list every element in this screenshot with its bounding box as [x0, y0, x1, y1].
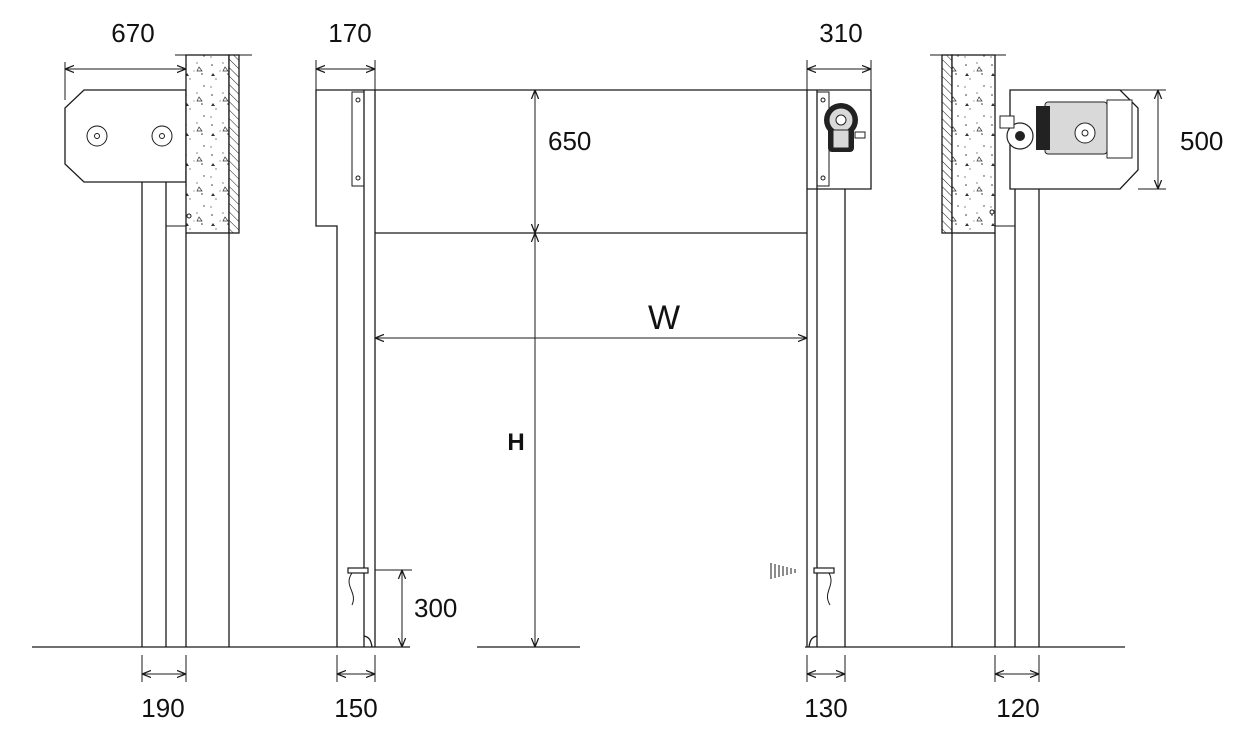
left-bolt: [186, 213, 192, 219]
front-left-bracket: [351, 91, 365, 187]
left-concrete-wall: [185, 54, 230, 234]
label-300: 300: [414, 593, 457, 623]
left-roller-circle-1: [86, 125, 108, 147]
left-side-section: [64, 54, 252, 647]
label-w: W: [648, 299, 680, 337]
front-right-bracket-bolt-top: [820, 97, 826, 103]
right-concrete-wall: [951, 54, 996, 234]
label-120: 120: [996, 693, 1039, 723]
label-650: 650: [548, 126, 591, 156]
left-housing: [64, 89, 187, 183]
label-170: 170: [328, 18, 371, 48]
dimension-labels: 670 170 310 500 650 W H 300 190 150 130 …: [111, 18, 1223, 723]
label-310: 310: [819, 18, 862, 48]
left-roller-hub-2: [159, 133, 165, 139]
signal-waves-icon: [770, 563, 796, 579]
front-left-box: [315, 89, 375, 647]
right-photocell-icon: [813, 567, 835, 606]
label-h: H: [507, 429, 524, 456]
front-left-bracket-bolt-top: [355, 97, 361, 103]
left-photocell-icon: [347, 567, 369, 606]
right-side-section: [930, 54, 1139, 647]
left-roller-hub-1: [94, 133, 100, 139]
left-bottom-seal: [363, 635, 373, 648]
left-roller-circle-2: [151, 125, 173, 147]
label-150: 150: [334, 693, 377, 723]
right-wall-hatch: [941, 54, 953, 234]
label-500: 500: [1180, 126, 1223, 156]
front-view: [315, 89, 872, 648]
front-motor-icon: [824, 103, 866, 152]
front-right-bracket: [816, 91, 830, 187]
label-670: 670: [111, 18, 154, 48]
front-right-bracket-bolt-bottom: [820, 175, 826, 181]
right-bolt: [989, 209, 995, 215]
right-bottom-seal: [808, 635, 818, 648]
side-motor-icon: [999, 99, 1133, 159]
front-left-bracket-bolt-bottom: [355, 175, 361, 181]
label-190: 190: [141, 693, 184, 723]
dimension-lines: [64, 60, 1166, 682]
left-wall-hatch: [228, 54, 240, 234]
label-130: 130: [804, 693, 847, 723]
